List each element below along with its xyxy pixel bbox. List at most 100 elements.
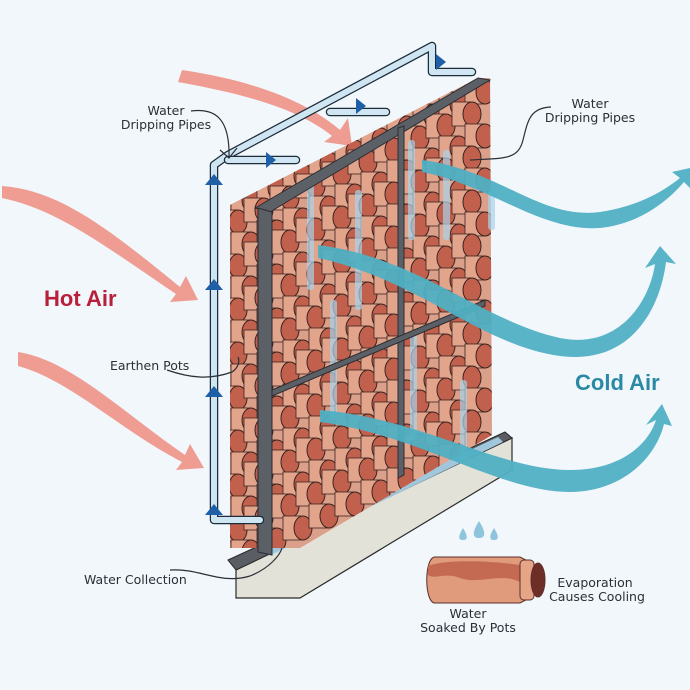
label-cold-air: Cold Air [575, 370, 660, 395]
svg-text:Soaked By Pots: Soaked By Pots [420, 620, 516, 635]
earthen-pot [230, 253, 248, 279]
earthen-pot [399, 81, 430, 107]
earthen-pot [347, 369, 378, 395]
earthen-pot [464, 343, 492, 369]
earthen-pot [374, 6, 403, 30]
water-streaks [307, 140, 495, 460]
label-water-dripping-pipes-left: Water Dripping Pipes [121, 103, 211, 132]
earthen-pot [321, 469, 352, 495]
label-water-soaked: Water Soaked By Pots [420, 606, 516, 635]
water-streak [410, 330, 417, 440]
water-drop-icons [459, 521, 498, 540]
earthen-pot [425, 113, 456, 139]
earthen-pot [465, 0, 494, 16]
triangle-arrow-icon [436, 54, 446, 70]
earthen-pot [322, 30, 351, 54]
cold-air-arrow [318, 245, 676, 357]
earthen-pot [425, 333, 456, 359]
earthen-pot [347, 193, 378, 219]
earthen-pot [399, 301, 430, 327]
earthen-pot [269, 229, 300, 255]
earthen-pot [230, 99, 261, 125]
earthen-pot [295, 305, 326, 331]
earthen-pot [230, 429, 248, 455]
triangle-arrow-icon [205, 174, 223, 185]
cold-air-arrows [318, 160, 690, 492]
triangle-arrow-icon [266, 152, 276, 168]
earthen-pot [413, 16, 442, 40]
earthen-pot [230, 297, 248, 323]
earthen-pot [269, 317, 300, 343]
earthen-pot [360, 83, 391, 109]
water-streak [355, 190, 362, 310]
earthen-pot [230, 539, 261, 548]
svg-text:Evaporation: Evaporation [557, 575, 632, 590]
earthen-pot [282, 78, 313, 101]
earthen-pot [296, 42, 325, 66]
earthen-pot [464, 123, 492, 149]
earthen-pot [386, 78, 417, 97]
hot-air-arrow [2, 186, 198, 302]
earthen-pot [269, 273, 300, 299]
water-streak [443, 150, 450, 240]
earthen-pot [230, 209, 248, 235]
svg-text:Water: Water [148, 103, 186, 118]
earthen-pot [269, 449, 300, 475]
earthen-pot [465, 36, 494, 60]
label-leaders [166, 106, 552, 580]
svg-text:Water: Water [450, 606, 488, 621]
earthen-pot [452, 14, 481, 38]
earthen-pot [451, 233, 482, 259]
earthen-pot [295, 481, 326, 507]
earthen-pot [295, 437, 326, 463]
earthen-pot [230, 165, 248, 191]
label-earthen-pots: Earthen Pots [110, 358, 189, 373]
earthen-pot [282, 515, 313, 541]
earthen-pot [348, 18, 377, 42]
earthen-pot [451, 321, 482, 347]
earthen-pot [425, 377, 456, 403]
label-water-collection: Water Collection [84, 572, 187, 587]
svg-text:Water: Water [572, 96, 610, 111]
svg-text:Dripping Pipes: Dripping Pipes [121, 117, 211, 132]
water-streak [460, 380, 467, 460]
earthen-pot [335, 52, 364, 76]
label-hot-air: Hot Air [44, 286, 117, 311]
earthen-pot [464, 387, 492, 413]
earthen-pot [347, 457, 378, 483]
earthen-pot [321, 205, 352, 231]
earthen-pot [230, 385, 248, 411]
hot-air-arrow [178, 70, 352, 146]
earthen-pot [334, 491, 365, 517]
triangle-arrow-icon [205, 386, 223, 397]
label-evaporation: Evaporation Causes Cooling [549, 575, 645, 604]
svg-text:Causes Cooling: Causes Cooling [549, 589, 645, 604]
water-streak [330, 300, 337, 420]
clay-pot-icon [426, 556, 546, 604]
earthen-pot [230, 341, 248, 367]
earthen-pot [295, 129, 326, 155]
water-drop-icon [490, 528, 498, 540]
earthen-pot [347, 281, 378, 307]
water-dripping-pipes [205, 41, 477, 525]
water-streak [307, 180, 314, 290]
earthen-pot [425, 201, 456, 227]
triangle-arrow-icon [356, 98, 366, 114]
water-drop-icon [459, 528, 467, 540]
earthen-pot [464, 255, 492, 281]
earthen-pot [400, 0, 429, 18]
earthen-pot [451, 101, 482, 127]
water-drop-icon [473, 521, 485, 538]
cold-air-arrow [422, 160, 690, 229]
earthen-pot [269, 405, 300, 431]
hot-air-arrows [2, 70, 352, 470]
earthen-pot [269, 493, 300, 519]
earthen-pot [308, 503, 339, 529]
label-water-dripping-pipes-right: Water Dripping Pipes [545, 96, 635, 125]
triangle-arrow-icon [205, 279, 223, 290]
earthen-pot [230, 473, 248, 499]
earthen-pot [295, 349, 326, 375]
earthen-pot [387, 28, 416, 52]
triangle-arrow-icon [205, 504, 223, 515]
